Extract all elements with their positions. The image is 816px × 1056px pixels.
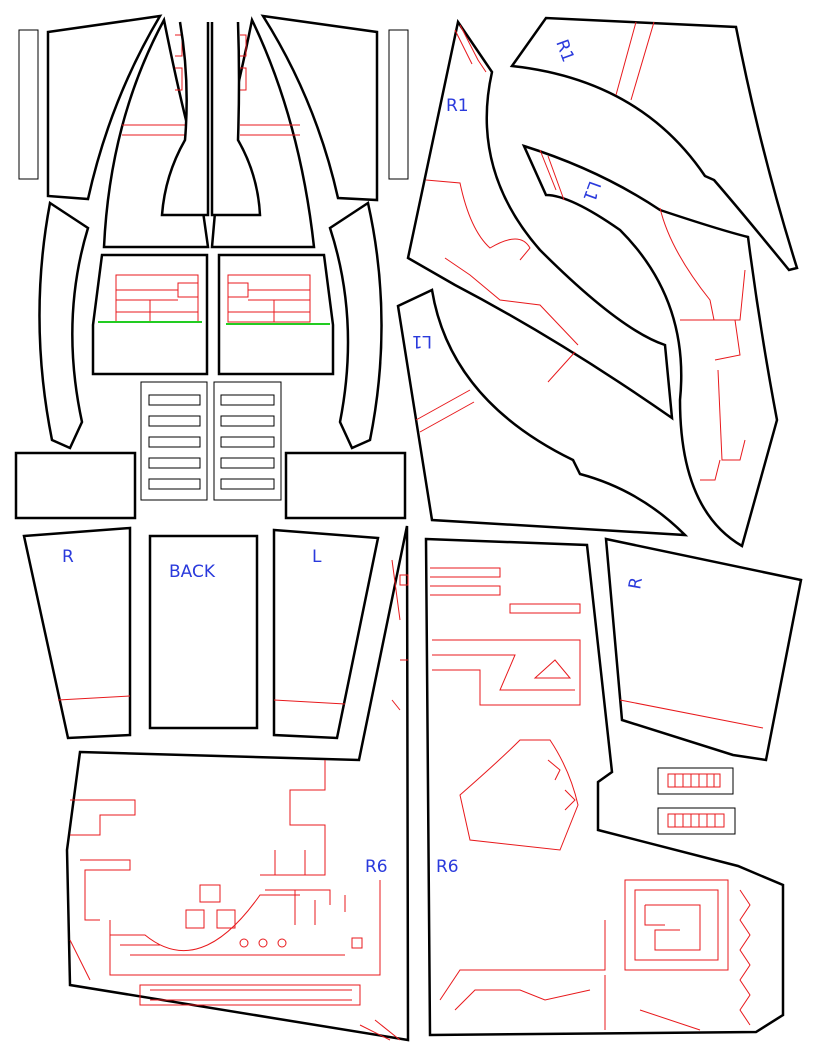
r1-upper-fin [509,16,799,272]
back-panel [148,534,259,730]
l1-curved-panel-score [539,149,746,481]
dial-left [239,938,249,948]
upper-right-outer-panel [260,14,379,202]
l-side-panel-score [273,699,346,705]
l1-label: L1 [412,331,432,351]
vent-slot [148,394,201,406]
vent-slot [220,436,275,448]
small-grille-top-ribs [674,774,715,787]
l-panel-label: L [312,547,322,567]
r1-label: R1 [446,96,469,116]
r-small-panel-score [619,699,764,729]
right-narrow-strip [388,29,409,180]
r-small-panel [604,537,803,762]
upper-right-center-tab [210,21,262,217]
left-narrow-strip [18,29,39,180]
vent-slot [220,457,275,469]
vent-slot [148,415,201,427]
r6-left-panel [65,525,410,1042]
dial-middle [258,938,268,948]
left-curved-strip [38,200,90,450]
right-base-block [284,451,407,520]
l1-lower-panel-score [415,389,475,433]
l1-lower-panel [396,288,689,537]
vent-slot [148,436,201,448]
upper-left-center-tab [160,21,210,217]
small-grille-bottom-score [667,813,725,828]
right-chest-score [227,274,311,323]
r-panel-label: R [62,547,74,567]
r1-curved-panel-score [425,24,579,383]
dial-right [277,938,287,948]
left-base-block [14,451,137,520]
right-curved-strip [328,200,383,450]
r1-upper-fin-score [615,21,655,101]
vent-slot [148,478,201,490]
l-side-panel [272,528,380,740]
back-panel-label: BACK [169,562,216,582]
small-grille-bottom [657,807,736,835]
upper-left-inner-score [122,34,185,136]
small-grille-top-score [667,773,721,788]
r1-curved-panel [406,18,674,421]
r-side-panel-score [57,695,131,701]
r6-right-panel-score [430,567,751,1031]
vent-slot [220,478,275,490]
vent-slot [148,457,201,469]
r6-left-panel-score [69,559,409,1041]
r-side-panel [22,526,132,740]
r6-right-label: R6 [436,857,459,877]
r-small-panel-label: R [625,576,647,591]
vent-slot [220,415,275,427]
upper-right-inner-score [240,34,300,136]
small-grille-bottom-ribs [674,814,716,827]
upper-left-outer-panel [46,14,163,201]
right-chest-panel [217,253,335,376]
vent-slot [220,394,275,406]
r6-right-panel [424,537,785,1037]
vent-slots [148,394,275,490]
r6-left-label: R6 [365,857,388,877]
small-grille-top [657,767,734,795]
